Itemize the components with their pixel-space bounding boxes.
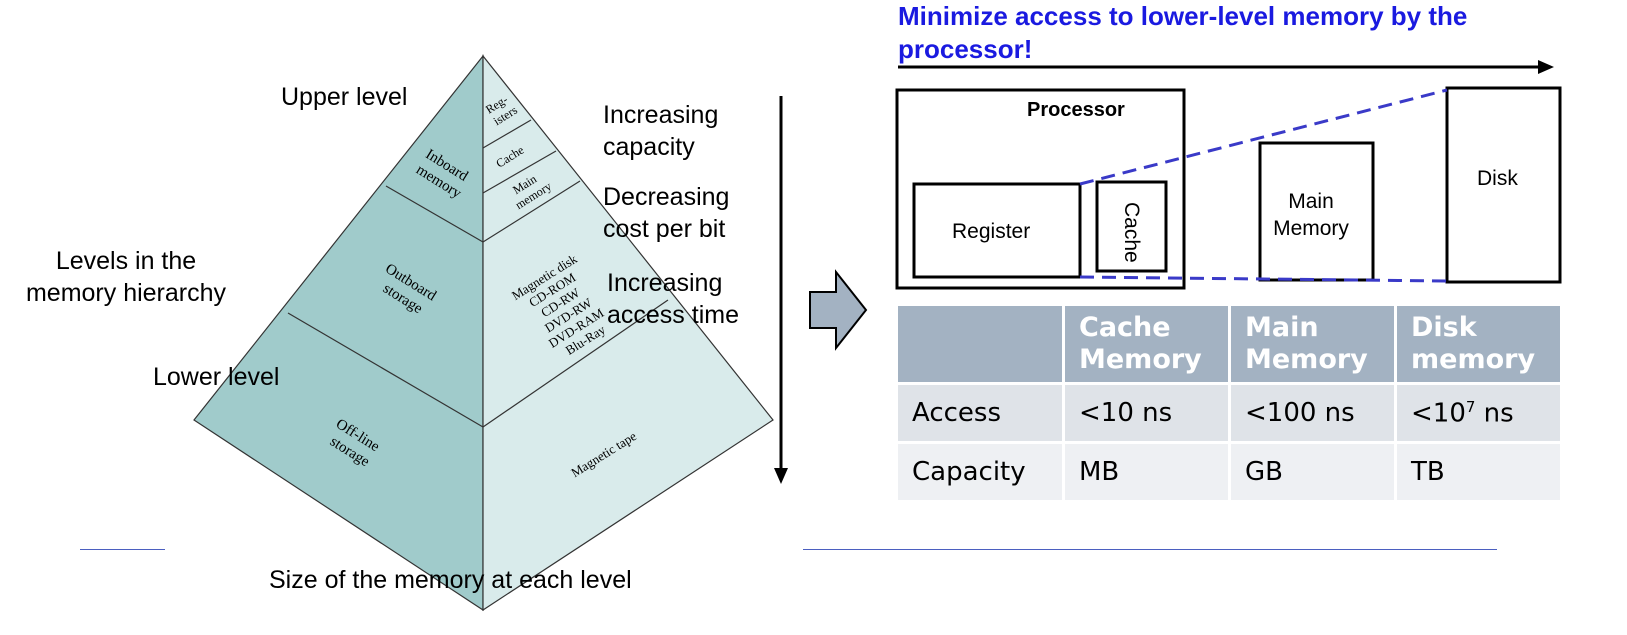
increasing-access-time-label: Increasing access time xyxy=(607,269,739,329)
increasing-capacity-label: Increasing capacity xyxy=(603,101,719,161)
block-arrow-icon xyxy=(809,269,868,351)
levels-caption: Levels in the memory hierarchy xyxy=(25,247,227,307)
register-box xyxy=(912,182,1082,279)
cell-main-access: <100 ns xyxy=(1231,385,1394,441)
table-row: Capacity MB GB TB xyxy=(898,444,1560,500)
table-row: Access <10 ns <100 ns <107 ns xyxy=(898,385,1560,441)
cell-cache-access: <10 ns xyxy=(1065,385,1228,441)
dashed-line-top xyxy=(1079,88,1448,186)
hierarchy-diagram xyxy=(895,60,1562,290)
decreasing-cost-label: Decreasing cost per bit xyxy=(603,183,730,243)
disk-label: Disk xyxy=(1477,167,1518,190)
panel-title: Minimize access to lower-level memory by… xyxy=(898,1,1468,64)
right-divider-rule xyxy=(803,549,1497,550)
upper-level-label: Upper level xyxy=(281,83,408,111)
title-arrow-head xyxy=(1538,60,1554,74)
pyramid-left-face xyxy=(193,54,484,612)
cache-box xyxy=(1095,180,1168,273)
pyramid-right-face xyxy=(482,54,774,612)
lower-level-label: Lower level xyxy=(153,363,280,391)
memory-pyramid: Inboard memory Outboard storage Off-line… xyxy=(193,54,788,612)
header-empty xyxy=(898,306,1062,382)
cell-main-capacity: GB xyxy=(1231,444,1394,500)
register-label: Register xyxy=(952,220,1031,243)
cache-label: Cache xyxy=(1120,202,1143,263)
main-memory-box xyxy=(1258,141,1375,282)
row-label-access: Access xyxy=(898,385,1062,441)
cell-cache-capacity: MB xyxy=(1065,444,1228,500)
size-caption: Size of the memory at each level xyxy=(269,566,632,594)
trend-arrow-head xyxy=(774,468,788,484)
left-divider-rule xyxy=(80,549,165,550)
cell-disk-capacity: TB xyxy=(1397,444,1560,500)
main-memory-label: Main Memory xyxy=(1273,190,1349,240)
cell-disk-access: <107 ns xyxy=(1397,385,1560,441)
dashed-line-bottom xyxy=(1079,275,1448,283)
row-label-capacity: Capacity xyxy=(898,444,1062,500)
outboard-media-list: Magnetic disk CD-ROM CD-RW DVD-RW DVD-RA… xyxy=(509,249,622,366)
processor-label: Processor xyxy=(1027,99,1125,121)
disk-box xyxy=(1445,86,1562,284)
